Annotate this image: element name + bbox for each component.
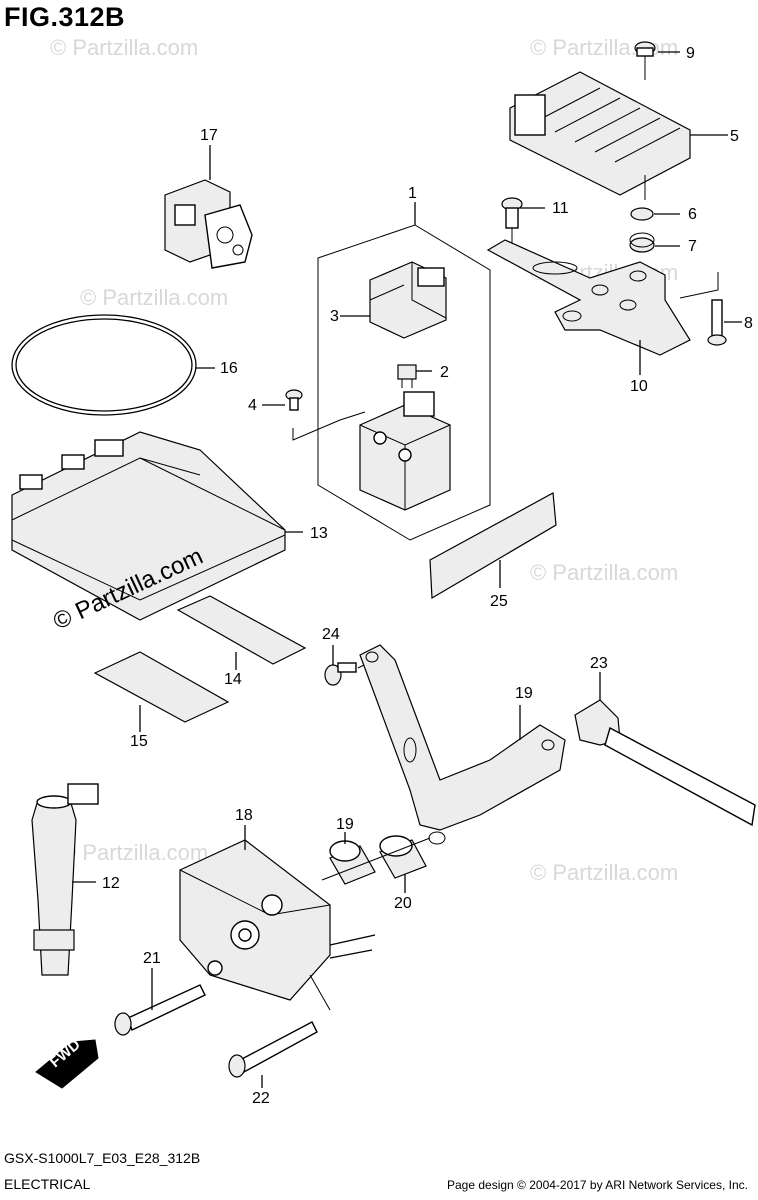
relay-cover <box>340 261 447 339</box>
callout-16: 16 <box>220 360 238 377</box>
callout-14: 14 <box>224 671 242 688</box>
collar-20 <box>321 835 431 893</box>
nut-9 <box>634 41 680 80</box>
grommet-7 <box>629 232 680 253</box>
callout-22: 22 <box>252 1090 270 1107</box>
callout-2: 2 <box>440 364 449 381</box>
callout-1: 1 <box>408 185 417 202</box>
bracket-10 <box>486 239 719 375</box>
callout-3: 3 <box>330 308 339 325</box>
footer-model-code: GSX-S1000L7_E03_E28_312B <box>4 1150 201 1166</box>
callout-19: 19 <box>515 685 533 702</box>
figure-title: FIG.312B <box>4 2 126 32</box>
callout-10: 10 <box>630 378 648 395</box>
callout-17: 17 <box>200 127 218 144</box>
callout-24: 24 <box>322 626 340 643</box>
pad-25 <box>429 492 557 600</box>
callout-11: 11 <box>552 200 569 217</box>
bracket-19 <box>359 644 566 845</box>
watermark-text: © Partzilla.com <box>50 35 198 60</box>
bolt-21 <box>114 968 206 1036</box>
callout-23: 23 <box>590 655 608 672</box>
footer-category: ELECTRICAL <box>4 1176 91 1192</box>
screw-4 <box>262 389 303 411</box>
module-18 <box>179 825 376 1011</box>
collar-19 <box>329 832 376 885</box>
callout-25: 25 <box>490 593 508 610</box>
bolt-11 <box>501 197 545 248</box>
fwd-arrow-icon: FWD <box>35 1036 99 1089</box>
starter-relay-group <box>317 202 491 541</box>
connector-17 <box>164 145 253 269</box>
regulator-5 <box>509 71 728 200</box>
callout-15: 15 <box>130 733 148 750</box>
footer-credit: Page design © 2004-2017 by ARI Network S… <box>446 1178 748 1192</box>
callout-8: 8 <box>744 315 753 332</box>
callout-7: 7 <box>688 238 697 255</box>
callout-12: 12 <box>102 875 120 892</box>
watermark-text: © Partzilla.com <box>530 35 678 60</box>
watermark-text: © Partzilla.com <box>80 285 228 310</box>
callout-5: 5 <box>730 128 739 145</box>
ignition-coil-12 <box>31 783 99 976</box>
relay-fuse <box>397 364 432 388</box>
clamp-23 <box>574 672 756 827</box>
callout-13: 13 <box>310 525 328 542</box>
watermark-text: © Partzilla.com <box>530 860 678 885</box>
relay-body <box>292 391 451 511</box>
pad-15 <box>93 651 230 732</box>
callout-21: 21 <box>143 950 161 967</box>
callouts: 1 2 3 4 5 6 7 8 9 10 11 12 13 14 15 16 1… <box>102 45 753 1107</box>
watermark-text: © Partzilla.com <box>60 840 208 865</box>
washer-6 <box>630 207 680 221</box>
watermark-text: © Partzilla.com <box>530 560 678 585</box>
callout-4: 4 <box>248 397 257 414</box>
callout-20: 20 <box>394 895 412 912</box>
callout-6: 6 <box>688 206 697 223</box>
bolt-8 <box>707 299 742 346</box>
ecm-13 <box>11 431 303 621</box>
callout-18: 18 <box>235 807 253 824</box>
rubber-band-16 <box>11 314 215 416</box>
callout-9: 9 <box>686 45 695 62</box>
callout-19b: 19 <box>336 816 354 833</box>
pad-14 <box>176 595 307 670</box>
bolt-22 <box>228 1021 318 1088</box>
